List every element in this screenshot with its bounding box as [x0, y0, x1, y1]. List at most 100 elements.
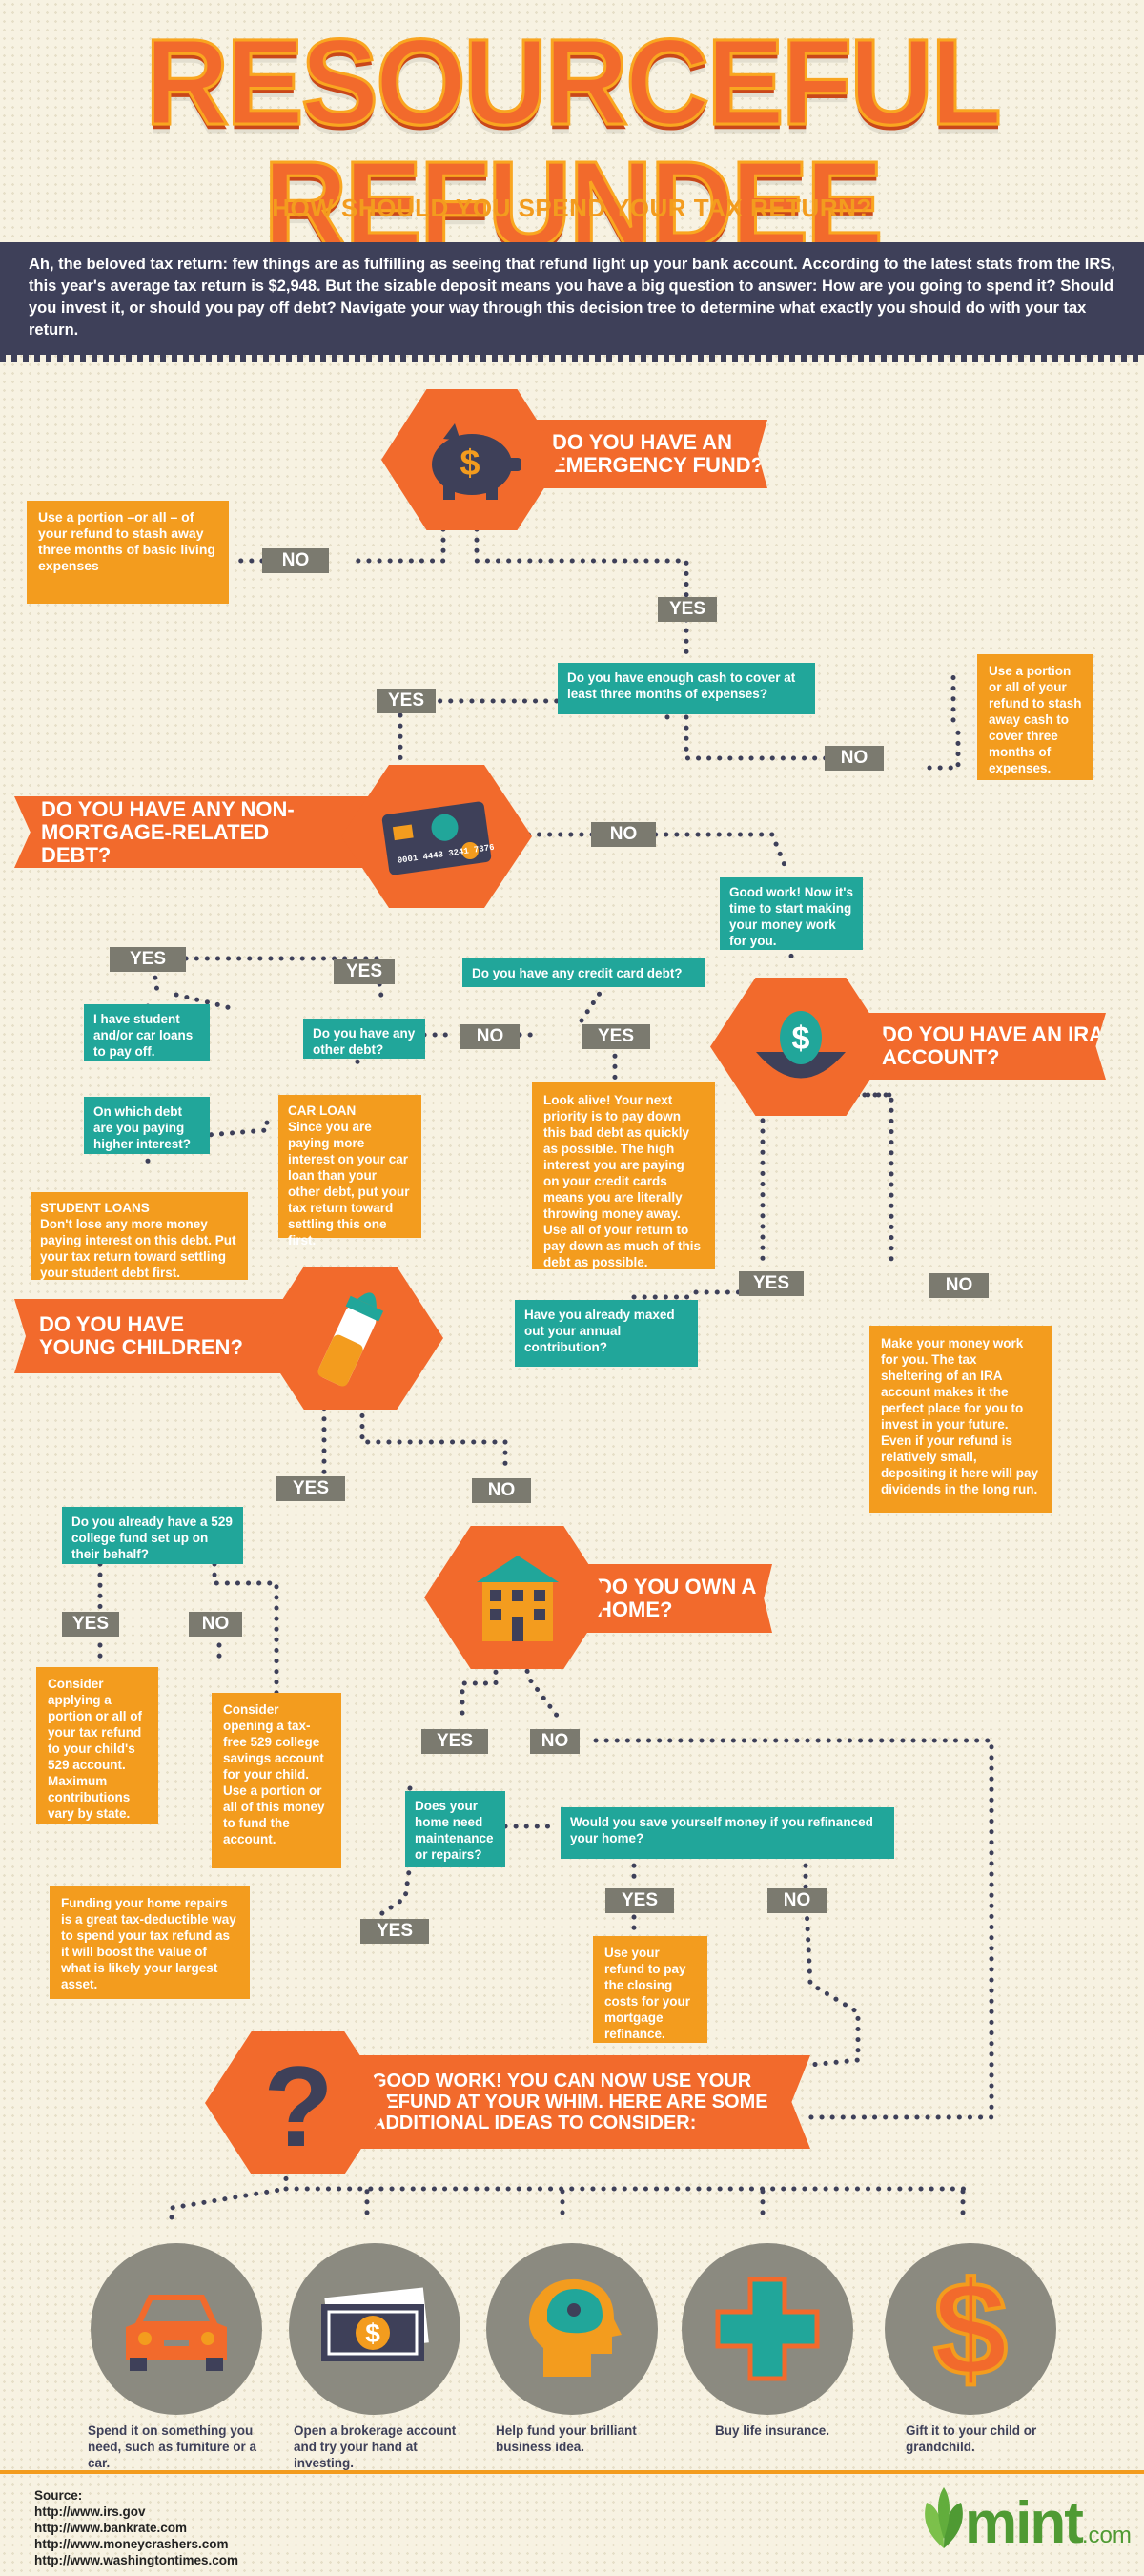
box-stash-left: Use a portion –or all – of your refund t… — [27, 501, 229, 604]
box-which-debt: On which debt are you paying higher inte… — [84, 1097, 210, 1154]
idea-text-cash: Open a brokerage account and try your ha… — [294, 2423, 457, 2470]
idea-text-gift: Gift it to your child or grandchild. — [906, 2423, 1037, 2454]
question-mark-hexagon: ? — [205, 2031, 391, 2174]
car-loan-text: Since you are paying more interest on yo… — [288, 1120, 410, 1247]
box-open-529: Consider opening a tax-free 529 college … — [212, 1693, 341, 1868]
idea-circle-gift: $ — [885, 2243, 1056, 2415]
student-loans-title: STUDENT LOANS — [40, 1201, 150, 1215]
tag-no-college: NO — [189, 1612, 242, 1637]
infographic-title: RESOURCEFUL REFUNDEE — [144, 13, 1004, 273]
nest-egg-hexagon: $ — [710, 978, 891, 1116]
box-apply-529: Consider applying a portion or all of yo… — [36, 1667, 158, 1824]
box-maxed-out: Have you already maxed out your annual c… — [515, 1300, 698, 1367]
box-maintenance: Does your home need maintenance or repai… — [405, 1791, 505, 1867]
car-icon — [126, 2295, 227, 2371]
tag-yes-cash: YES — [377, 689, 436, 713]
question-debt-text: DO YOU HAVE ANY NON-MORTGAGE-RELATED DEB… — [41, 796, 295, 867]
tag-yes-home: YES — [421, 1729, 488, 1754]
box-credit-card: Do you have any credit card debt? — [462, 958, 705, 987]
idea-text-brain: Help fund your brilliant business idea. — [496, 2423, 637, 2454]
idea-text-car: Spend it on something you need, such as … — [88, 2423, 257, 2470]
question-home-text: DO YOU OWN A HOME? — [597, 1575, 756, 1621]
box-repairs-fund: Funding your home repairs is a great tax… — [50, 1886, 250, 1999]
box-make-money: Make your money work for you. The tax sh… — [869, 1326, 1052, 1513]
tag-yes-ira: YES — [739, 1271, 804, 1296]
tag-no-debt: NO — [591, 822, 656, 847]
car-loan-title: CAR LOAN — [288, 1103, 357, 1118]
svg-text:$: $ — [365, 2318, 380, 2348]
idea-circle-cash: $ — [289, 2243, 460, 2415]
piggy-bank-icon: $ — [432, 423, 521, 500]
tag-yes-credit: YES — [582, 1024, 650, 1049]
tag-no-home: NO — [530, 1729, 580, 1754]
tag-yes-debt: YES — [334, 959, 395, 984]
tag-no-cash: NO — [825, 746, 884, 771]
question-final: GOOD WORK! YOU CAN NOW USE YOUR REFUND A… — [343, 2055, 810, 2149]
question-children-text: DO YOU HAVE YOUNG CHILDREN? — [39, 1312, 243, 1359]
tag-yes-children: YES — [276, 1476, 345, 1501]
question-final-text: GOOD WORK! YOU CAN NOW USE YOUR REFUND A… — [372, 2071, 768, 2133]
house-icon — [476, 1556, 559, 1641]
infographic-subtitle: HOW SHOULD YOU SPEND YOUR TAX RETURN? — [272, 194, 872, 222]
box-college-fund: Do you already have a 529 college fund s… — [62, 1507, 243, 1564]
tag-no-refinance: NO — [767, 1888, 827, 1913]
box-student-loans: STUDENT LOANS Don't lose any more money … — [31, 1192, 248, 1280]
credit-card-hexagon: 0001 4443 3241 7376 — [341, 765, 532, 908]
dollar-sign-icon: $ — [931, 2262, 1010, 2396]
sources: Source: http://www.irs.gov http://www.ba… — [34, 2487, 416, 2568]
mint-wordmark: mint.com — [965, 2489, 1132, 2557]
tag-yes-maintenance: YES — [360, 1919, 429, 1944]
source-link[interactable]: http://www.washingtontimes.com — [34, 2553, 239, 2567]
svg-text:$: $ — [933, 2262, 1008, 2396]
question-children: DO YOU HAVE YOUNG CHILDREN? — [14, 1299, 300, 1373]
sources-label: Source: — [34, 2488, 83, 2503]
footer-divider — [0, 2470, 1144, 2474]
idea-circle-insurance — [682, 2243, 853, 2415]
idea-circle-brain — [486, 2243, 658, 2415]
tag-no-other: NO — [460, 1024, 520, 1049]
baby-bottle-hexagon — [257, 1267, 443, 1410]
brain-icon — [528, 2278, 622, 2377]
medical-cross-icon — [715, 2277, 820, 2381]
question-mark-icon: ? — [263, 2050, 333, 2155]
tag-no-emergency: NO — [262, 548, 329, 573]
idea-text-insurance: Buy life insurance. — [715, 2423, 830, 2438]
baby-bottle-icon — [317, 1292, 383, 1387]
box-stash-right: Use a portion or all of your refund to s… — [977, 654, 1093, 780]
source-link[interactable]: http://www.irs.gov — [34, 2504, 146, 2519]
box-good-work: Good work! Now it's time to start making… — [720, 877, 863, 950]
tag-yes-refinance: YES — [605, 1888, 674, 1913]
source-link[interactable]: http://www.bankrate.com — [34, 2521, 188, 2535]
student-loans-text: Don't lose any more money paying interes… — [40, 1217, 236, 1280]
source-link[interactable]: http://www.moneycrashers.com — [34, 2537, 229, 2551]
question-ira-text: DO YOU HAVE AN IRA ACCOUNT? — [882, 1022, 1104, 1069]
idea-circle-car — [91, 2243, 262, 2415]
svg-text:$: $ — [460, 443, 480, 484]
nest-egg-icon: $ — [756, 1010, 846, 1078]
box-other-debt: Do you have any other debt? — [303, 1019, 425, 1059]
intro-text: Ah, the beloved tax return: few things a… — [0, 242, 1144, 362]
box-closing-costs: Use your refund to pay the closing costs… — [593, 1936, 707, 2043]
mint-suffix: .com — [1081, 2523, 1132, 2548]
tag-no-children: NO — [472, 1478, 531, 1503]
tag-yes-college: YES — [62, 1612, 119, 1637]
box-car-loan: CAR LOAN Since you are paying more inter… — [278, 1095, 421, 1247]
box-student-car: I have student and/or car loans to pay o… — [84, 1004, 210, 1061]
piggy-bank-hexagon: $ — [381, 389, 562, 530]
question-emergency-fund: DO YOU HAVE AN EMERGENCY FUND? — [529, 420, 767, 488]
house-hexagon — [424, 1526, 610, 1669]
svg-text:?: ? — [263, 2050, 333, 2155]
mint-name: mint — [965, 2490, 1084, 2556]
box-look-alive: Look alive! Your next priority is to pay… — [532, 1082, 715, 1269]
tag-no-ira: NO — [930, 1273, 989, 1298]
box-enough-cash: Do you have enough cash to cover at leas… — [558, 663, 815, 714]
tag-yes-emergency: YES — [658, 597, 717, 622]
question-ira: DO YOU HAVE AN IRA ACCOUNT? — [853, 1013, 1106, 1080]
cash-icon: $ — [321, 2287, 429, 2361]
leaf-icon — [925, 2487, 963, 2548]
tag-yes-other: YES — [110, 947, 186, 972]
mint-logo[interactable]: mint.com — [915, 2485, 1132, 2562]
svg-text:$: $ — [792, 1020, 810, 1057]
question-emergency-text: DO YOU HAVE AN EMERGENCY FUND? — [552, 430, 765, 477]
credit-card-icon: 0001 4443 3241 7376 — [381, 801, 494, 875]
